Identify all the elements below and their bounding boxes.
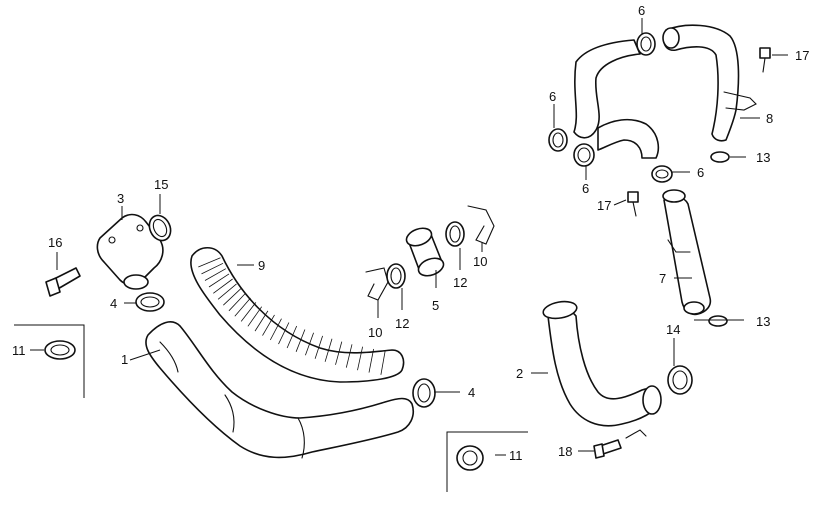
callout-labels: 1 2 3 4 4 5 6 6 6 6 7 8 9 10 10 11 11 12… (12, 3, 809, 463)
callout-17-lower: 17 (597, 198, 611, 213)
water-pipe-part-8[interactable] (662, 24, 757, 142)
callout-13-lower: 13 (756, 314, 770, 329)
lower-hose-part-1[interactable] (145, 321, 414, 459)
callout-1: 1 (121, 352, 128, 367)
hose-rib (368, 348, 374, 373)
hose-rib (380, 351, 386, 375)
hose-rib (247, 306, 263, 327)
callout-10-left: 10 (368, 325, 382, 340)
o-ring-part-15[interactable] (145, 212, 174, 244)
hose-rib (217, 283, 237, 300)
clamp-part-6-lower[interactable] (573, 143, 595, 167)
hose-rib (295, 329, 306, 352)
ring-part-12-right[interactable] (445, 221, 465, 247)
callout-6-left: 6 (549, 89, 556, 104)
wire-clip-part-10-left[interactable] (365, 267, 389, 301)
callout-9: 9 (258, 258, 265, 273)
bolt-part-16[interactable] (45, 267, 81, 297)
hose-rib (254, 310, 269, 332)
bolt-part-17-lower[interactable] (627, 191, 639, 217)
callout-16: 16 (48, 235, 62, 250)
hose-rib (201, 262, 224, 275)
hose-clamp-part-4-lower[interactable] (412, 378, 436, 408)
hose-rib (345, 344, 353, 368)
hose-rib (335, 341, 343, 365)
hose-rib (204, 268, 226, 281)
callout-7: 7 (659, 271, 666, 286)
hose-rib (228, 293, 246, 312)
callout-18: 18 (558, 444, 572, 459)
o-ring-part-13-lower[interactable] (708, 315, 728, 327)
bolt-part-17-upper[interactable] (759, 47, 771, 73)
hose-rib (234, 297, 251, 317)
callout-4-lower: 4 (468, 385, 475, 400)
hose-clamp-part-4-upper[interactable] (135, 292, 165, 312)
leader-lines (30, 18, 788, 456)
callout-5: 5 (432, 298, 439, 313)
callout-11-left: 11 (12, 343, 26, 358)
ring-part-12-left[interactable] (386, 263, 406, 289)
bolt-part-18[interactable] (593, 439, 622, 459)
callout-2: 2 (516, 366, 523, 381)
hose-rib (240, 302, 257, 322)
callout-8: 8 (766, 111, 773, 126)
callout-12-right: 12 (453, 275, 467, 290)
hose-rib (286, 325, 298, 349)
wire-clip-part-10-right[interactable] (467, 205, 495, 245)
hose-rib (208, 273, 230, 288)
clamp-part-6-left[interactable] (548, 128, 568, 152)
callout-6-top: 6 (638, 3, 645, 18)
callout-14: 14 (666, 322, 680, 337)
hose-rib (262, 314, 275, 336)
callout-11-right: 11 (509, 448, 523, 463)
water-pipe-part-2[interactable] (542, 299, 662, 439)
clamp-part-6-right[interactable] (651, 165, 673, 183)
inset-box-left (14, 324, 85, 398)
inset-box-right (446, 431, 528, 492)
callout-6-right: 6 (697, 165, 704, 180)
hose-rib (198, 257, 221, 268)
clamp-part-6-top[interactable] (636, 32, 656, 56)
hose-rib (213, 278, 233, 294)
callout-4-upper: 4 (110, 296, 117, 311)
upper-hose-a[interactable] (573, 39, 641, 139)
callout-6-lower: 6 (582, 181, 589, 196)
clamp-part-11-right[interactable] (456, 445, 484, 471)
hose-rib (305, 332, 314, 356)
hose-rib (278, 322, 290, 345)
hose-rib (357, 346, 363, 371)
clamp-part-11-left[interactable] (44, 340, 76, 360)
hose-rib (269, 318, 282, 341)
callout-3: 3 (117, 191, 124, 206)
callout-15: 15 (154, 177, 168, 192)
callout-13-upper: 13 (756, 150, 770, 165)
callout-17-upper: 17 (795, 48, 809, 63)
corrugated-hose-part-9[interactable] (190, 246, 405, 383)
water-pipe-part-7[interactable] (662, 189, 712, 316)
thermostat-cover-part-3[interactable] (96, 213, 164, 290)
hose-rib (324, 338, 333, 362)
callout-10-right: 10 (473, 254, 487, 269)
upper-hose-b[interactable] (597, 118, 660, 159)
o-ring-part-13-upper[interactable] (710, 151, 730, 163)
hose-ribs (198, 257, 386, 375)
rubber-sleeve-part-5[interactable] (404, 225, 446, 279)
o-ring-part-14[interactable] (667, 365, 693, 395)
hose-rib (314, 335, 323, 359)
callout-12-left: 12 (395, 316, 409, 331)
hose-rib (223, 288, 242, 306)
